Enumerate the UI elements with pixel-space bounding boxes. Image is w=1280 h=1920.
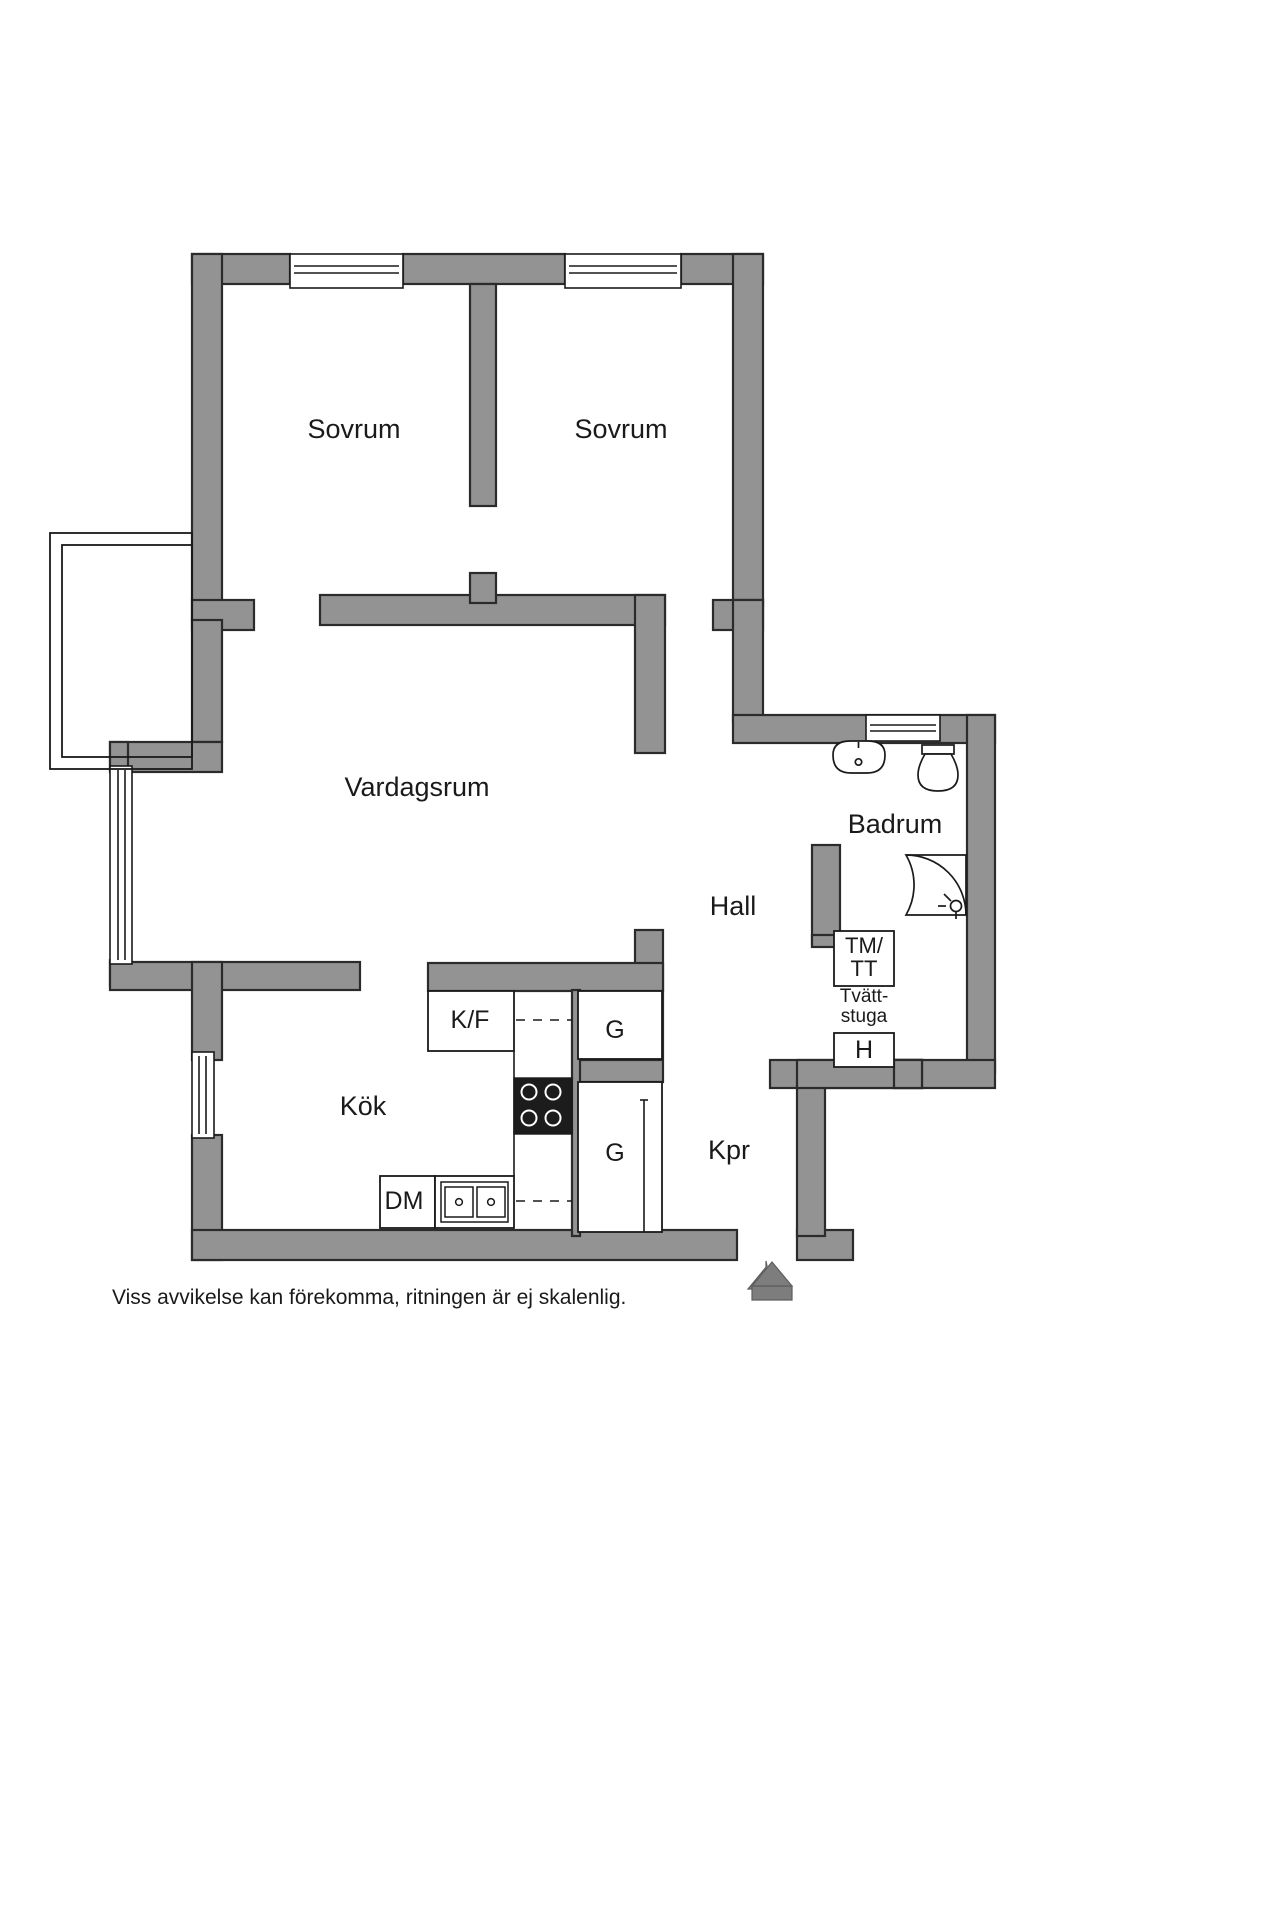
wall-kitchen-counter-top <box>426 961 665 993</box>
wall-kpr-corner <box>892 1058 924 1090</box>
room-label-vardagsrum: Vardagsrum <box>344 771 490 802</box>
fixture-label-tm-tt: TM/ TT <box>845 932 883 981</box>
wash-basin-icon <box>832 740 886 774</box>
wall-bottom-left <box>190 1228 739 1262</box>
entry-arrow-icon <box>746 1260 794 1301</box>
room-label-hall: Hall <box>709 890 757 921</box>
wall-left-mid <box>190 618 224 744</box>
fixture-label-garderob-2: G <box>605 1138 625 1167</box>
room-label-badrum: Badrum <box>847 808 943 839</box>
wall-living-right <box>633 593 667 755</box>
wall-bathroom-top <box>731 713 997 745</box>
room-label-sovrum-1: Sovrum <box>307 413 401 444</box>
wall-left-upper <box>190 252 224 622</box>
sink-counter <box>434 1175 515 1229</box>
disclaimer-caption: Viss avvikelse kan förekomma, ritningen … <box>112 1286 627 1309</box>
kitchen-fixture-group <box>379 990 573 1229</box>
balcony-outline <box>49 532 193 770</box>
balcony-inner <box>61 544 193 758</box>
fixture-label-kf: K/F <box>450 1005 490 1034</box>
stove-icon <box>513 1077 573 1135</box>
fixture-label-garderob-1: G <box>605 1015 625 1044</box>
wall-top-mid <box>401 252 567 286</box>
wall-bathroom-left <box>810 843 842 947</box>
wall-right-upper <box>731 252 765 608</box>
bathroom-fixture-group <box>832 740 967 919</box>
wall-group <box>108 252 997 1262</box>
wall-living-center-stub <box>468 571 498 605</box>
hall-shelf-box <box>833 1032 895 1068</box>
toilet-icon <box>917 744 959 792</box>
shower-icon <box>904 854 967 919</box>
window-bedroom-1 <box>289 253 404 289</box>
window-group <box>109 253 941 1139</box>
window-bathroom <box>865 714 941 742</box>
closet-upper-box <box>577 990 663 1060</box>
window-kitchen <box>191 1051 215 1139</box>
room-label-kpr: Kpr <box>707 1134 751 1165</box>
laundry-group <box>833 930 895 1068</box>
fridge-freezer-box <box>427 990 515 1052</box>
wall-left-kitchen-upper <box>190 960 224 1062</box>
balcony-outer <box>49 532 193 770</box>
closet-lower-box <box>577 1081 663 1233</box>
wall-bedroom-divider <box>468 282 498 508</box>
fixture-label-hylla: H <box>854 1035 874 1064</box>
window-bedroom-2 <box>564 253 682 289</box>
wall-east-exterior <box>965 713 997 1075</box>
washer-dryer-box <box>833 930 895 987</box>
dishwasher-box <box>379 1175 436 1229</box>
wall-entry-right <box>795 1084 827 1238</box>
fixture-label-dm: DM <box>384 1186 424 1215</box>
closet-group <box>577 990 663 1233</box>
room-label-tvattstuga: Tvätt- stuga <box>839 986 889 1027</box>
room-label-sovrum-2: Sovrum <box>574 413 668 444</box>
balcony-door-living <box>109 765 133 965</box>
wall-closet-divider <box>576 1058 665 1084</box>
room-label-kok: Kök <box>339 1090 387 1121</box>
sink-icon <box>440 1181 509 1223</box>
wall-kitchen-top <box>108 960 362 992</box>
wall-right-mid <box>731 598 765 724</box>
